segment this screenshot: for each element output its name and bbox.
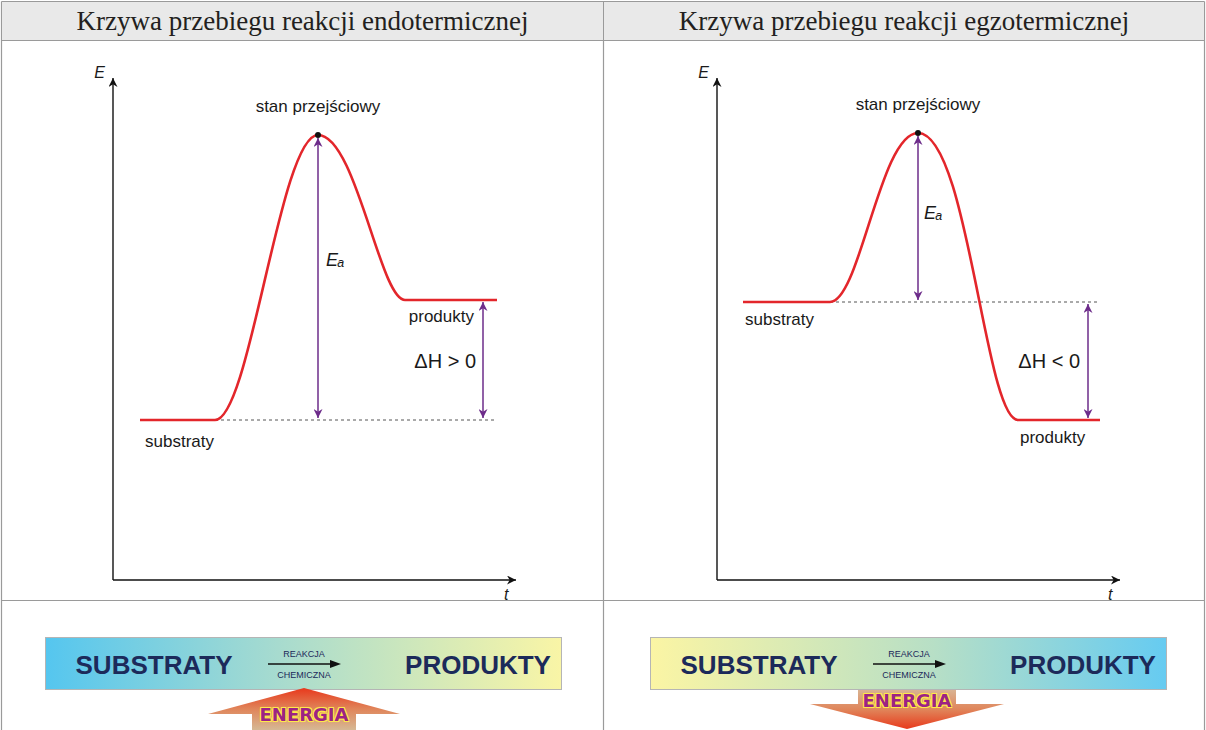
arrow-caption: REAKCJA: [283, 650, 325, 659]
axis-label: t: [504, 586, 508, 604]
energy-arrow-body: [208, 688, 400, 730]
time-axis: [113, 579, 516, 580]
axis-label: E: [94, 64, 105, 82]
curve-label: stan przejściowy: [256, 97, 381, 117]
reaction-curve: [140, 135, 497, 420]
energy-arrow-body: [810, 690, 1004, 729]
grid-line: [1204, 2, 1205, 730]
reaction-arrow-shaft: [268, 663, 332, 665]
reference-line: [830, 302, 1100, 303]
arrow-caption: REAKCJA: [888, 650, 930, 659]
axis-label: E: [698, 64, 709, 82]
activation-energy-label: Eₐ: [326, 250, 344, 271]
energy-axis: [112, 78, 113, 580]
arrow-caption: CHEMICZNA: [277, 671, 331, 680]
reaction-arrow-shaft: [873, 663, 937, 665]
column-header: Krzywa przebiegu reakcji egzotermicznej: [604, 2, 1204, 40]
reaction-arrow: [869, 659, 949, 669]
banner-word: SUBSTRATY: [76, 652, 233, 678]
column-title: Krzywa przebiegu reakcji egzotermicznej: [679, 8, 1130, 35]
enthalpy-arrow: [1087, 304, 1089, 418]
enthalpy-arrow: [482, 302, 484, 418]
reaction-banner: SUBSTRATY REAKCJA CHEMICZNA PRODUKTY: [45, 637, 562, 690]
activation-arrow: [317, 138, 319, 418]
reaction-arrow-head: [330, 660, 341, 668]
column-header: Krzywa przebiegu reakcji endotermicznej: [2, 2, 603, 40]
curve-label: substraty: [145, 432, 214, 452]
reference-line: [215, 420, 497, 421]
transition-point: [915, 130, 921, 136]
enthalpy-label: ΔH < 0: [1018, 350, 1080, 373]
curve-label: substraty: [745, 310, 814, 330]
arrow-caption: CHEMICZNA: [882, 671, 936, 680]
curve-label: stan przejściowy: [856, 95, 981, 115]
energy-axis: [716, 78, 717, 580]
reaction-arrow-head: [935, 660, 946, 668]
curve-label: produkty: [1020, 428, 1085, 448]
exothermic-graph: [717, 78, 1120, 580]
banner-word: SUBSTRATY: [681, 652, 838, 678]
grid-line: [603, 2, 604, 730]
axis-label: t: [1108, 586, 1112, 604]
reaction-curve: [743, 133, 1100, 420]
column-title: Krzywa przebiegu reakcji endotermicznej: [76, 8, 528, 35]
time-axis: [717, 579, 1120, 580]
activation-arrow: [917, 136, 919, 300]
endothermic-graph: [113, 78, 516, 580]
activation-energy-label: Eₐ: [924, 203, 942, 224]
enthalpy-label: ΔH > 0: [414, 350, 476, 373]
energy-arrow: ENERGIA: [208, 688, 400, 730]
grid-line: [2, 40, 1205, 41]
banner-word: PRODUKTY: [1010, 652, 1156, 678]
grid-line: [2, 600, 1205, 601]
banner-word: PRODUKTY: [405, 652, 551, 678]
energy-word: ENERGIA: [810, 691, 1004, 711]
energy-word: ENERGIA: [208, 705, 400, 725]
grid-line: [1, 2, 2, 730]
energy-arrow: ENERGIA: [810, 690, 1004, 730]
curve-label: produkty: [409, 307, 474, 327]
reaction-arrow: [264, 659, 344, 669]
transition-point: [315, 132, 321, 138]
reaction-banner: SUBSTRATY REAKCJA CHEMICZNA PRODUKTY: [650, 637, 1167, 690]
